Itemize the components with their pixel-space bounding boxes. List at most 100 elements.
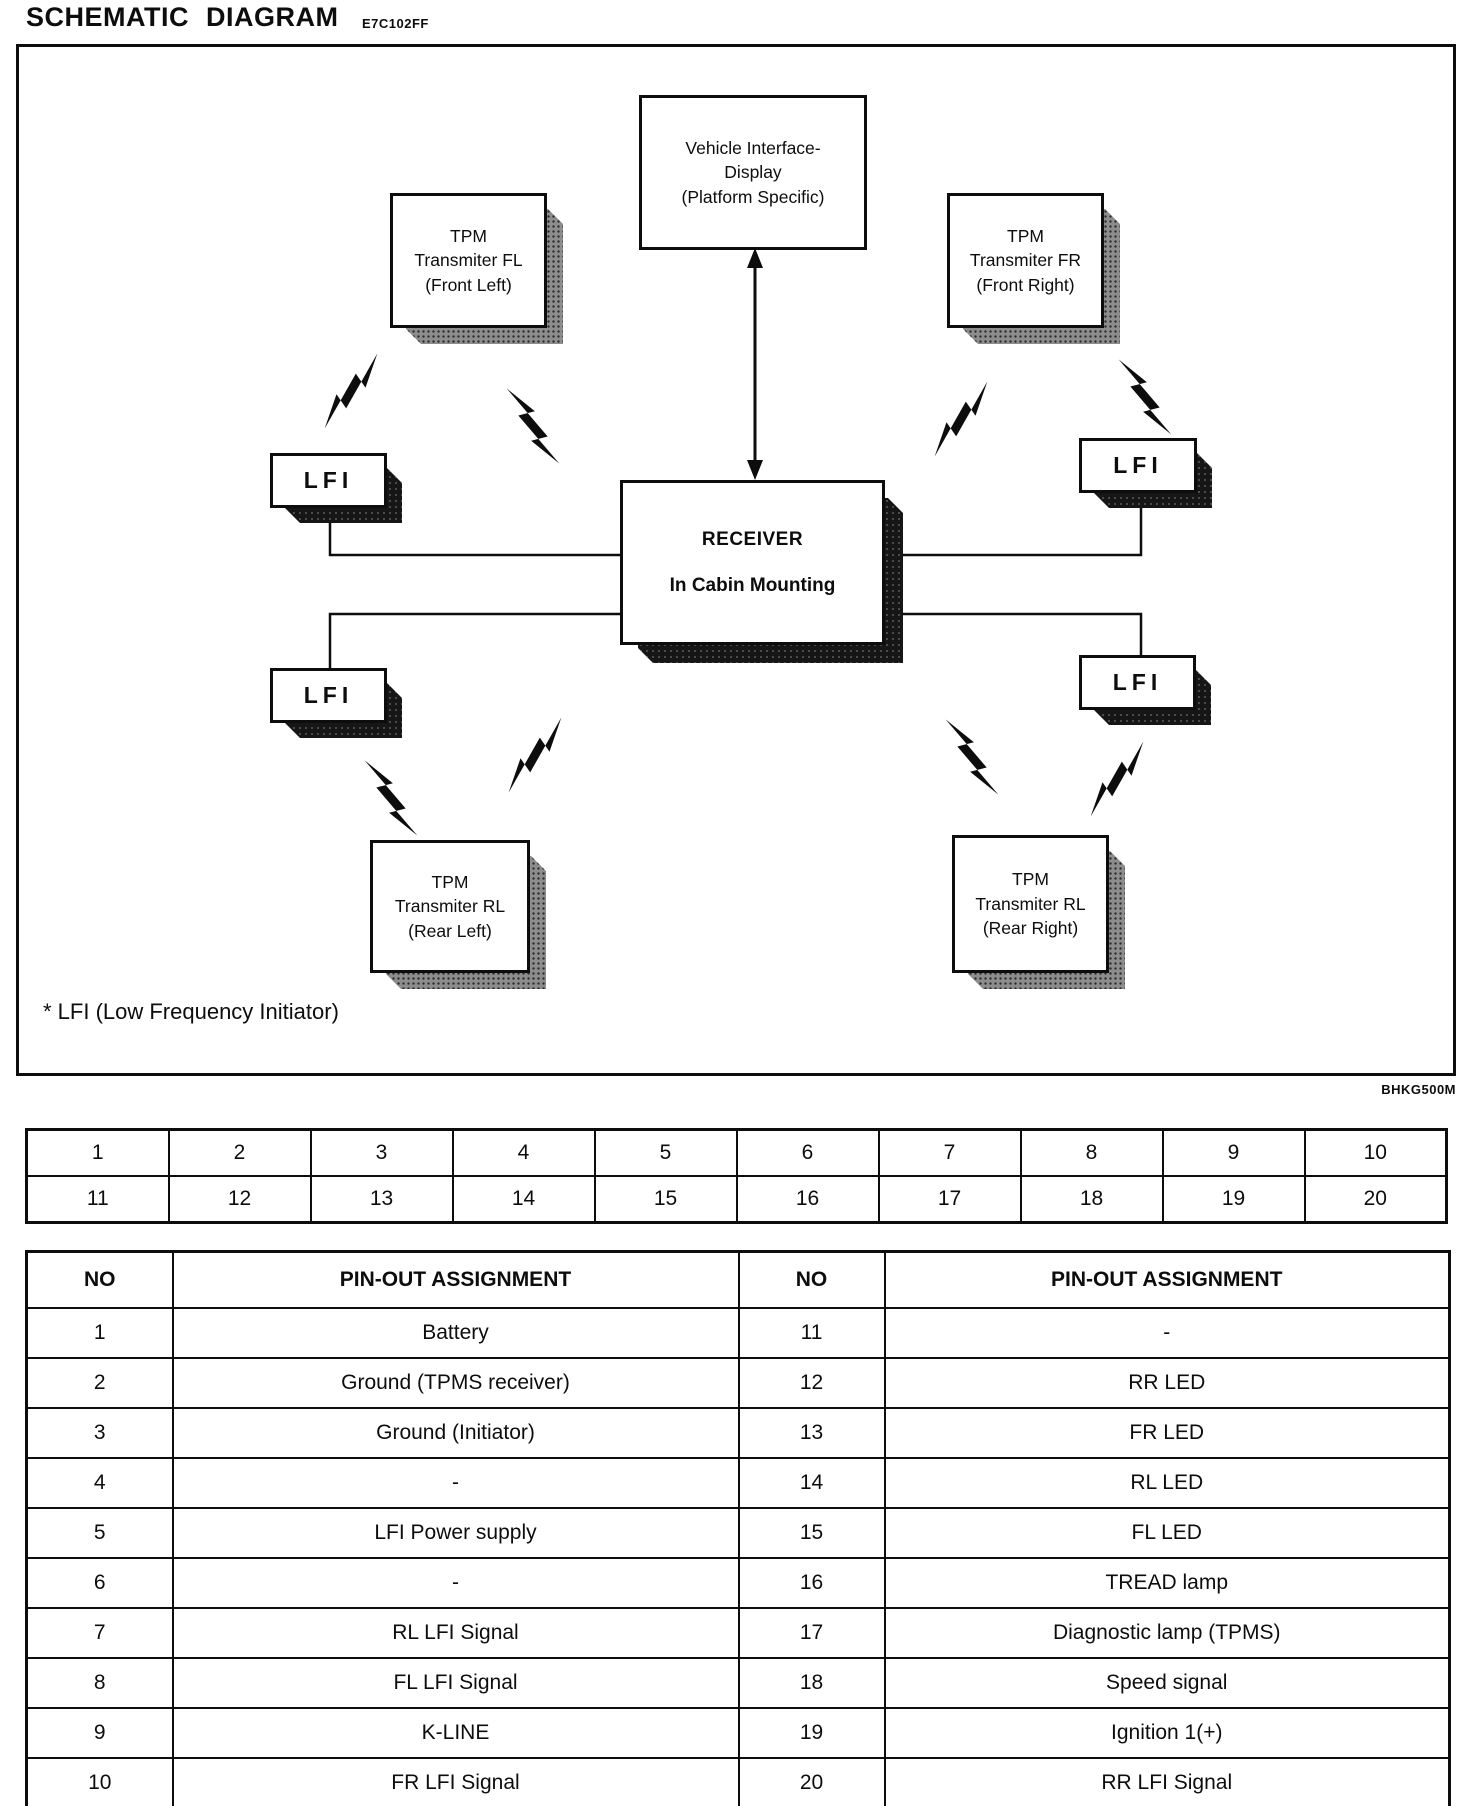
rf-bolt-icon	[937, 713, 1007, 801]
lfi-rear-right-box: LFI	[1079, 655, 1196, 710]
pinout-no-cell: 20	[737, 1757, 886, 1806]
pinout-no-cell: 8	[25, 1657, 174, 1709]
tpm-transmitter-rl-box: TPM Transmiter RL (Rear Left)	[370, 840, 530, 973]
receiver-box: RECEIVER In Cabin Mounting	[620, 480, 885, 645]
pinout-no-cell: 1	[25, 1307, 174, 1359]
rf-bolt-icon	[498, 382, 568, 470]
figure-code: BHKG500M	[1381, 1082, 1456, 1097]
lfi-front-left-box: LFI	[270, 453, 387, 508]
rf-bolt-icon	[316, 347, 386, 435]
table-row: 1 2 3 4 5 6 7 8 9 10	[25, 1128, 1448, 1177]
connector-pin-cell: 19	[1161, 1175, 1306, 1224]
pinout-no-cell: 15	[737, 1507, 886, 1559]
pinout-assignment-cell: Ignition 1(+)	[883, 1707, 1451, 1759]
pinout-assignment-cell: -	[883, 1307, 1451, 1359]
pinout-assignment-cell: RR LFI Signal	[883, 1757, 1451, 1806]
rf-bolt-icon	[926, 375, 996, 463]
pinout-assignment-cell: K-LINE	[171, 1707, 740, 1759]
pinout-assignment-cell: LFI Power supply	[171, 1507, 740, 1559]
tpm-rl-line: Transmiter RL	[394, 896, 506, 917]
table-row: 10 FR LFI Signal 20 RR LFI Signal	[25, 1757, 1451, 1806]
rf-bolt-icon	[356, 754, 426, 842]
table-row: 8 FL LFI Signal 18 Speed signal	[25, 1657, 1451, 1709]
receiver-title: RECEIVER	[701, 528, 804, 550]
connector-pin-cell: 20	[1303, 1175, 1448, 1224]
pinout-assignment-cell: Battery	[171, 1307, 740, 1359]
table-row: 3 Ground (Initiator) 13 FR LED	[25, 1407, 1451, 1459]
receiver-subtitle: In Cabin Mounting	[669, 574, 836, 596]
page-title-code: E7C102FF	[362, 16, 429, 31]
pinout-no-cell: 5	[25, 1507, 174, 1559]
table-row: 2 Ground (TPMS receiver) 12 RR LED	[25, 1357, 1451, 1409]
pinout-assignment-table: NO PIN-OUT ASSIGNMENT NO PIN-OUT ASSIGNM…	[25, 1250, 1451, 1806]
tpm-rl-line: (Rear Left)	[408, 920, 492, 941]
lfi-front-right-box: LFI	[1079, 438, 1197, 493]
tpm-rr-line: Transmiter RL	[975, 893, 1086, 914]
connector-pin-cell: 17	[877, 1175, 1022, 1224]
connector-pin-cell: 13	[309, 1175, 454, 1224]
connector-pin-cell: 10	[1303, 1128, 1448, 1177]
vehicle-interface-line: (Platform Specific)	[681, 186, 825, 207]
table-row: 7 RL LFI Signal 17 Diagnostic lamp (TPMS…	[25, 1607, 1451, 1659]
pinout-assignment-header: PIN-OUT ASSIGNMENT	[883, 1250, 1451, 1309]
tpm-fr-line: Transmiter FR	[969, 250, 1082, 271]
tpm-fr-line: (Front Right)	[976, 274, 1075, 295]
connector-pin-cell: 12	[167, 1175, 312, 1224]
pinout-assignment-cell: RL LFI Signal	[171, 1607, 740, 1659]
table-row: 9 K-LINE 19 Ignition 1(+)	[25, 1707, 1451, 1759]
pinout-no-header: NO	[737, 1250, 886, 1309]
rf-bolt-icon	[1082, 735, 1152, 823]
lfi-label: LFI	[1113, 452, 1163, 478]
pinout-no-header: NO	[25, 1250, 174, 1309]
vehicle-interface-line: Display	[724, 162, 782, 183]
connector-pin-cell: 4	[451, 1128, 596, 1177]
tpm-rr-line: TPM	[1012, 869, 1049, 890]
pinout-no-cell: 16	[737, 1557, 886, 1609]
connector-pin-cell: 11	[25, 1175, 170, 1224]
pinout-assignment-cell: FR LED	[883, 1407, 1451, 1459]
pinout-assignment-header: PIN-OUT ASSIGNMENT	[171, 1250, 740, 1309]
connector-pin-cell: 6	[735, 1128, 880, 1177]
pinout-assignment-cell: FR LFI Signal	[171, 1757, 740, 1806]
pinout-no-cell: 17	[737, 1607, 886, 1659]
pinout-assignment-cell: Diagnostic lamp (TPMS)	[883, 1607, 1451, 1659]
tpm-fl-line: Transmiter FL	[414, 250, 523, 271]
tpm-transmitter-rr-box: TPM Transmiter RL (Rear Right)	[952, 835, 1109, 973]
pinout-assignment-cell: FL LFI Signal	[171, 1657, 740, 1709]
lfi-wiring	[328, 493, 1143, 668]
pinout-assignment-cell: RL LED	[883, 1457, 1451, 1509]
connector-pin-cell: 1	[25, 1128, 170, 1177]
connector-pin-cell: 7	[877, 1128, 1022, 1177]
pinout-assignment-cell: TREAD lamp	[883, 1557, 1451, 1609]
schematic-diagram-panel: Vehicle Interface- Display (Platform Spe…	[16, 44, 1456, 1076]
lfi-label: LFI	[1112, 669, 1163, 695]
table-row: 11 12 13 14 15 16 17 18 19 20	[25, 1175, 1448, 1224]
table-row: 5 LFI Power supply 15 FL LED	[25, 1507, 1451, 1559]
diagram-connections	[316, 248, 1180, 842]
connector-pin-cell: 3	[309, 1128, 454, 1177]
tpm-rl-line: TPM	[431, 871, 469, 892]
tpm-rr-line: (Rear Right)	[982, 918, 1079, 939]
pinout-no-cell: 11	[737, 1307, 886, 1359]
connector-pin-table: 1 2 3 4 5 6 7 8 9 10 11 12 13 14 15 16 1…	[25, 1128, 1448, 1224]
pinout-assignment-cell: Ground (Initiator)	[171, 1407, 740, 1459]
pinout-assignment-cell: Ground (TPMS receiver)	[171, 1357, 740, 1409]
tpm-transmitter-fr-box: TPM Transmiter FR (Front Right)	[947, 193, 1104, 328]
table-row: 4 - 14 RL LED	[25, 1457, 1451, 1509]
pinout-assignment-cell: -	[171, 1557, 740, 1609]
pinout-no-cell: 18	[737, 1657, 886, 1709]
display-receiver-arrow	[747, 248, 763, 480]
lfi-rear-left-box: LFI	[270, 668, 387, 723]
table-row: 1 Battery 11 -	[25, 1307, 1451, 1359]
rf-bolt-icon	[500, 711, 570, 799]
rf-bolt-icon	[1110, 353, 1180, 441]
lfi-legend-note: * LFI (Low Frequency Initiator)	[43, 999, 339, 1024]
pinout-no-cell: 3	[25, 1407, 174, 1459]
tpm-fl-line: (Front Left)	[425, 274, 512, 295]
pinout-assignment-cell: FL LED	[883, 1507, 1451, 1559]
pinout-assignment-cell: RR LED	[883, 1357, 1451, 1409]
vehicle-interface-line: Vehicle Interface-	[685, 137, 821, 158]
pinout-no-cell: 19	[737, 1707, 886, 1759]
connector-pin-cell: 16	[735, 1175, 880, 1224]
